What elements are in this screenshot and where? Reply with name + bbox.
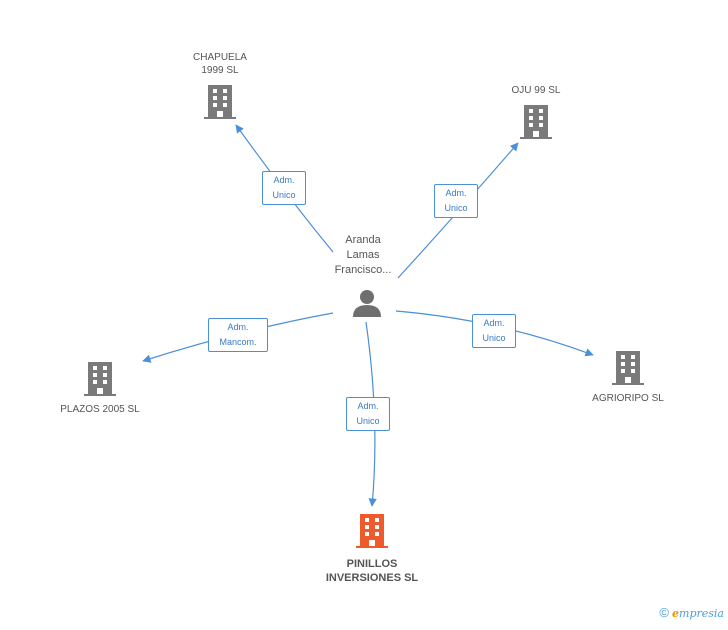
company-node-plazos2005[interactable]: PLAZOS 2005 SL bbox=[50, 362, 150, 416]
logo-letter: e bbox=[672, 607, 680, 620]
building-icon-focus bbox=[356, 514, 388, 548]
center-person-label[interactable]: Aranda Lamas Francisco... bbox=[334, 234, 392, 276]
role-tag-plazos2005[interactable]: Adm. Mancom. bbox=[208, 318, 268, 352]
company-label-chapuela: CHAPUELA 1999 SL bbox=[193, 52, 247, 76]
role-tag-chapuela[interactable]: Adm. Unico bbox=[262, 171, 306, 205]
company-node-chapuela[interactable]: CHAPUELA 1999 SL bbox=[180, 51, 260, 123]
building-icon bbox=[520, 105, 552, 139]
building-icon bbox=[612, 351, 644, 385]
company-label-agrioripo: AGRIORIPO SL bbox=[592, 393, 664, 404]
copyright-icon: © bbox=[659, 605, 669, 620]
empresia-logo: © empresia bbox=[659, 605, 724, 620]
company-label-plazos2005: PLAZOS 2005 SL bbox=[60, 404, 140, 415]
person-icon[interactable] bbox=[352, 288, 382, 318]
building-icon bbox=[84, 362, 116, 396]
building-icon bbox=[204, 85, 236, 119]
company-node-oju99[interactable]: OJU 99 SL bbox=[496, 84, 576, 143]
company-node-pinillos[interactable]: PINILLOS INVERSIONES SL bbox=[310, 514, 434, 585]
company-label-oju99: OJU 99 SL bbox=[511, 85, 561, 96]
company-label-pinillos: PINILLOS INVERSIONES SL bbox=[325, 558, 419, 584]
role-tag-agrioripo[interactable]: Adm. Unico bbox=[472, 314, 516, 348]
role-tag-oju99[interactable]: Adm. Unico bbox=[434, 184, 478, 218]
logo-text: mpresia bbox=[679, 607, 724, 620]
company-node-agrioripo[interactable]: AGRIORIPO SL bbox=[578, 351, 678, 405]
role-tag-pinillos[interactable]: Adm. Unico bbox=[346, 397, 390, 431]
